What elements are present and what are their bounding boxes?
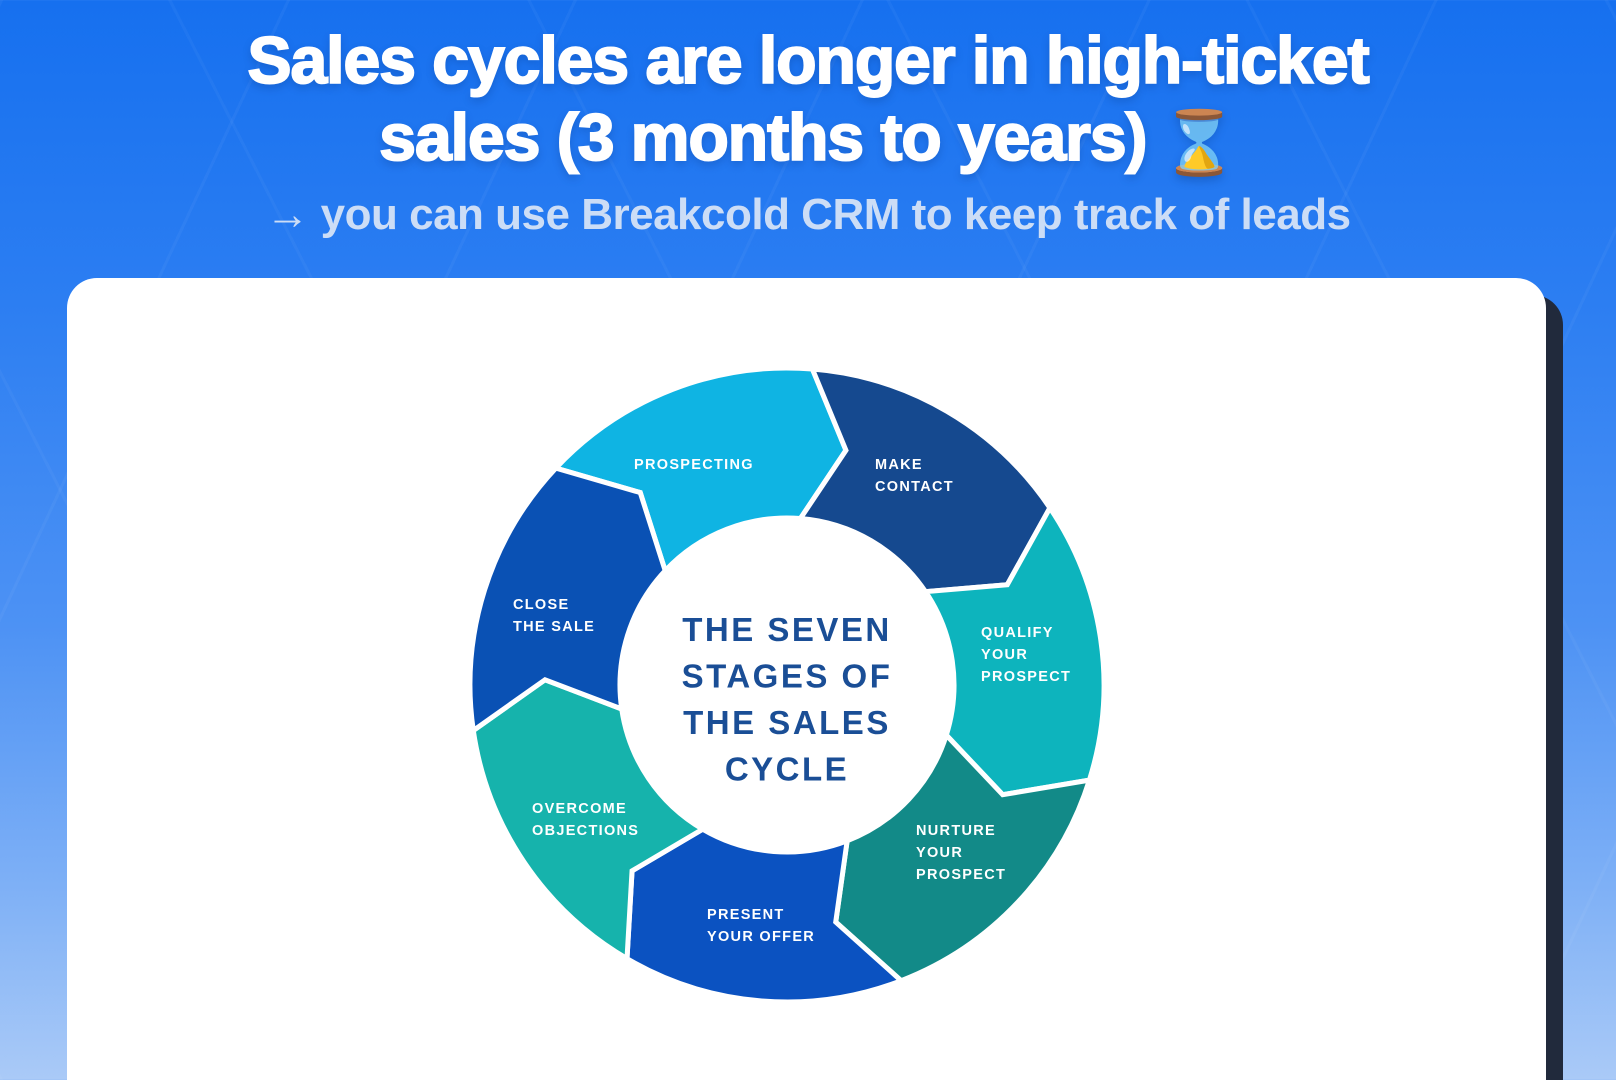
headline: Sales cycles are longer in high-ticket s… — [0, 22, 1616, 182]
stage-label-prospecting: PROSPECTING — [634, 457, 754, 473]
headline-line2: sales (3 months to years)⌛ — [0, 99, 1616, 182]
subheadline: → you can use Breakcold CRM to keep trac… — [265, 190, 1351, 239]
header: Sales cycles are longer in high-ticket s… — [0, 0, 1616, 243]
stage-segment-close-the-sale — [467, 465, 669, 735]
headline-line2-text: sales (3 months to years) — [378, 99, 1148, 175]
headline-line1: Sales cycles are longer in high-ticket — [246, 22, 1370, 98]
hourglass-emoji: ⌛ — [1160, 109, 1238, 178]
